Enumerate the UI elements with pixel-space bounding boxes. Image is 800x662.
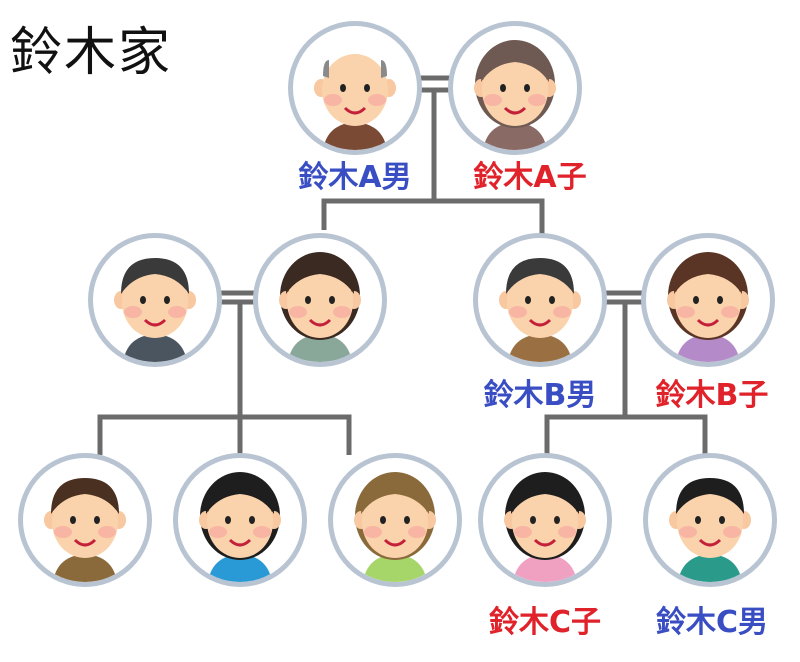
boy-icon bbox=[669, 478, 751, 582]
name-label-a-ko: 鈴木A子 bbox=[473, 160, 587, 195]
name-label-c-ko: 鈴木C子 bbox=[488, 605, 602, 640]
name-label-c-otoko: 鈴木C男 bbox=[655, 605, 769, 640]
name-label-a-otoko: 鈴木A男 bbox=[298, 160, 412, 195]
person-gen2-1 bbox=[88, 233, 222, 367]
person-b-otoko bbox=[473, 233, 607, 367]
person-gen2-2 bbox=[253, 233, 387, 367]
page-title: 鈴木家 bbox=[10, 23, 173, 83]
grandfather-icon bbox=[314, 54, 396, 150]
person-gen3-1 bbox=[18, 453, 152, 587]
man-with-glasses-icon bbox=[114, 258, 196, 362]
girl-icon bbox=[354, 472, 436, 582]
person-c-ko bbox=[478, 453, 612, 587]
woman-icon bbox=[279, 252, 361, 362]
woman-icon bbox=[667, 252, 749, 362]
sibling-line bbox=[321, 198, 545, 236]
sibling-line bbox=[97, 414, 352, 455]
person-gen3-2 bbox=[173, 453, 307, 587]
person-a-otoko bbox=[288, 21, 422, 155]
grandmother-icon bbox=[474, 40, 556, 150]
person-b-ko bbox=[641, 233, 775, 367]
person-a-ko bbox=[448, 21, 582, 155]
girl-icon bbox=[504, 472, 586, 582]
boy-icon bbox=[44, 478, 126, 582]
name-label-b-ko: 鈴木B子 bbox=[655, 378, 769, 413]
name-label-b-otoko: 鈴木B男 bbox=[483, 378, 597, 413]
man-icon bbox=[499, 258, 581, 362]
girl-icon bbox=[199, 472, 281, 582]
sibling-line bbox=[544, 414, 708, 455]
person-gen3-3 bbox=[328, 453, 462, 587]
person-c-otoko bbox=[643, 453, 777, 587]
